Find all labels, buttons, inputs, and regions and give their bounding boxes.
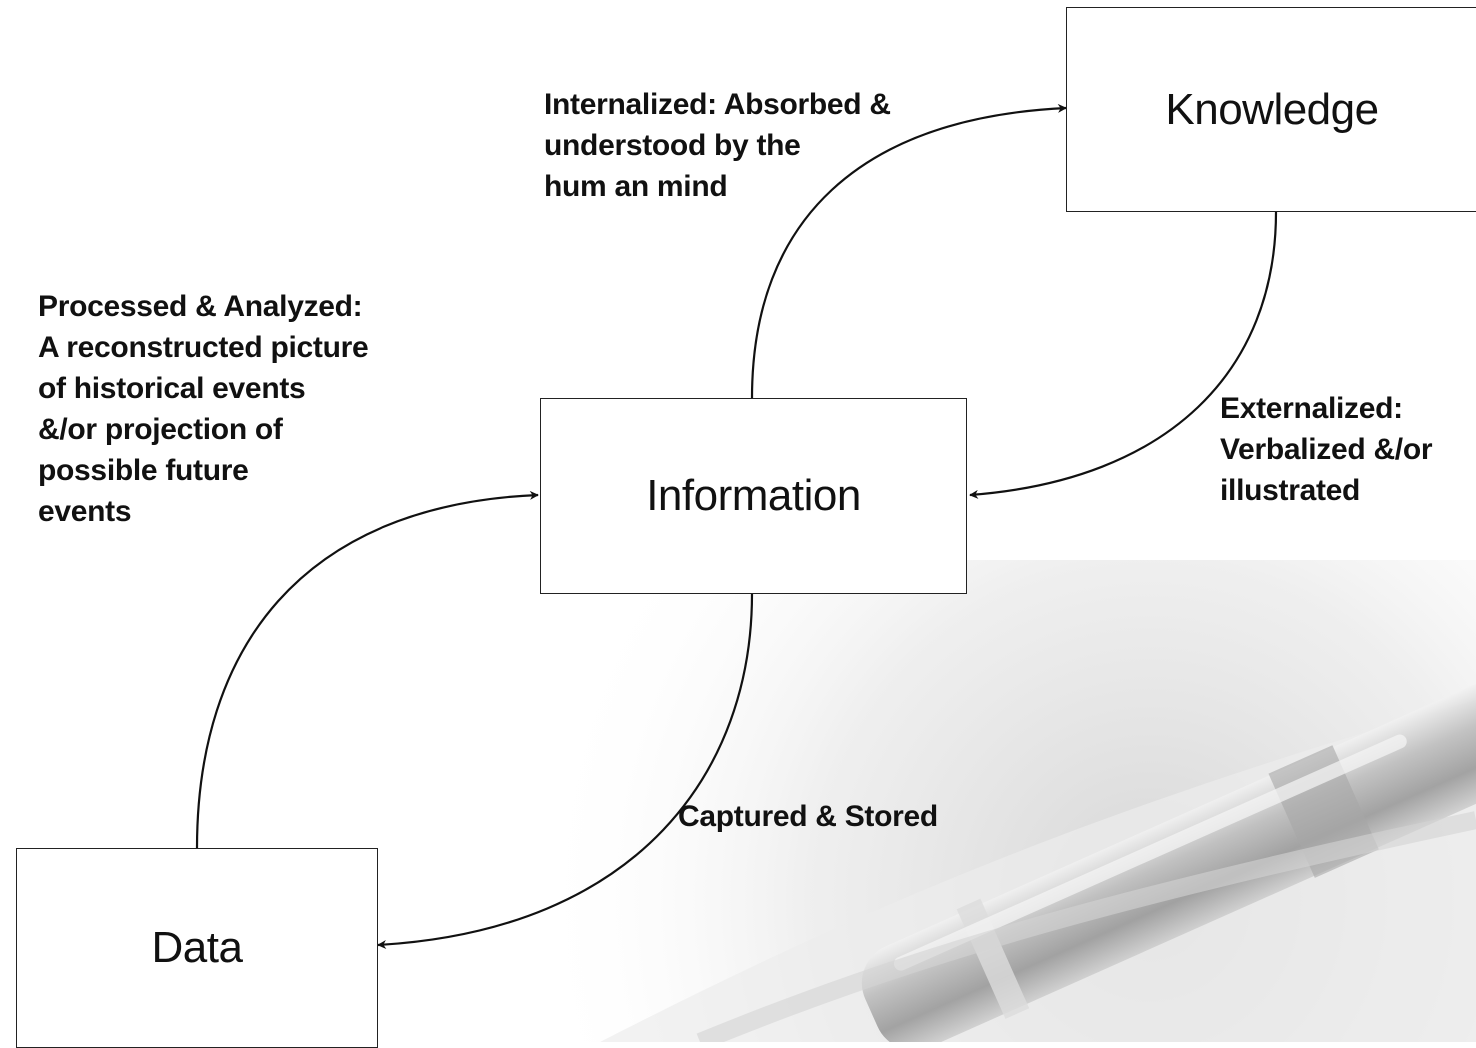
arrow-information-to-data <box>377 593 754 950</box>
captured-caption: Captured & Stored <box>678 800 938 833</box>
background-pen-image <box>500 560 1476 1042</box>
information-label: Information <box>646 471 861 520</box>
arrow-information-to-knowledge <box>750 103 1067 399</box>
knowledge-box: Knowledge <box>1066 7 1476 212</box>
data-label: Data <box>151 923 243 972</box>
arrow-knowledge-to-information <box>969 211 1278 499</box>
internalized-caption: Internalized: Absorbed & understood by t… <box>544 88 891 203</box>
data-box: Data <box>16 848 378 1048</box>
information-box: Information <box>540 398 967 594</box>
externalized-caption: Externalized: Verbalized &/or illustrate… <box>1220 392 1433 507</box>
arrow-data-to-information <box>195 490 539 849</box>
processed-caption: Processed & Analyzed: A reconstructed pi… <box>38 290 369 528</box>
knowledge-label: Knowledge <box>1165 84 1379 134</box>
